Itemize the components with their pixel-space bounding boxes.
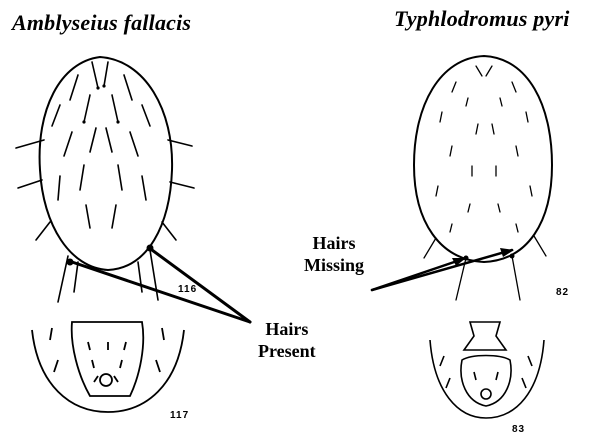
right-dorsal-shield: [414, 56, 552, 262]
left-seta-bases: [67, 84, 154, 265]
left-seta: [124, 75, 132, 100]
right-posterior-seta: [512, 256, 520, 300]
right-seta: [436, 186, 438, 196]
right-ventral-seta: [440, 356, 444, 366]
left-seta: [106, 128, 112, 152]
left-shield-outline: [40, 57, 173, 270]
left-marginal-seta: [36, 222, 50, 240]
right-seta: [512, 82, 516, 92]
right-species-title: Typhlodromus pyri: [394, 6, 570, 32]
left-ventral-seta: [50, 328, 52, 340]
right-ventral-seta: [474, 372, 476, 380]
left-seta: [112, 205, 116, 228]
left-posterior-seta: [150, 250, 158, 300]
left-seta: [90, 128, 96, 152]
left-ventral-view: [32, 322, 184, 412]
hairs-missing-pointers: [372, 250, 512, 290]
left-dorsal-setae: [16, 62, 194, 302]
left-seta: [70, 75, 78, 100]
right-anal-opening: [481, 389, 491, 399]
left-seta: [104, 62, 108, 86]
left-anal-seta: [94, 376, 98, 382]
right-seta: [498, 204, 500, 212]
hairs-present-line-2: Present: [258, 340, 316, 362]
right-seta: [492, 124, 494, 134]
left-posterior-seta: [58, 256, 68, 302]
left-seta: [130, 132, 138, 156]
left-marginal-seta: [18, 180, 42, 188]
figure-number-left-dorsal: 116: [178, 284, 197, 295]
right-posterior-seta: [534, 236, 546, 256]
left-seta: [58, 176, 60, 200]
left-anal-opening: [100, 374, 112, 386]
right-seta: [486, 66, 492, 76]
left-seta: [80, 165, 84, 190]
left-seta: [142, 105, 150, 126]
left-ventral-seta: [88, 342, 90, 350]
left-seta: [112, 95, 118, 122]
right-seta: [516, 224, 518, 232]
right-seta: [516, 146, 518, 156]
left-seta: [84, 95, 90, 122]
right-ventral-seta: [446, 378, 450, 388]
figure-number-left-ventral: 117: [170, 410, 189, 421]
right-posterior-seta: [424, 238, 436, 258]
right-genital-shield: [464, 322, 506, 350]
pointer-line: [152, 250, 250, 322]
right-seta: [476, 66, 482, 76]
left-seta: [52, 105, 60, 126]
pointer-line: [72, 262, 250, 322]
left-seta: [142, 176, 146, 200]
right-ventral-seta: [496, 372, 498, 380]
left-posterior-seta: [138, 262, 142, 292]
left-seta: [118, 165, 122, 190]
left-seta: [64, 132, 72, 156]
right-seta: [450, 146, 452, 156]
left-dorsal-shield: [40, 57, 173, 270]
right-seta: [500, 98, 502, 106]
hairs-missing-label: Hairs Missing: [304, 232, 364, 276]
right-seta: [526, 112, 528, 122]
left-ventral-seta: [156, 360, 160, 372]
left-seta: [92, 62, 98, 88]
right-seta: [440, 112, 442, 122]
left-seta: [86, 205, 90, 228]
left-ventral-seta: [54, 360, 58, 372]
hairs-present-pointers: [72, 250, 250, 322]
left-ventral-seta: [124, 342, 126, 350]
right-ventral-seta: [528, 356, 532, 366]
right-seta: [476, 124, 478, 134]
hairs-present-line-1: Hairs: [258, 318, 316, 340]
right-seta: [530, 186, 532, 196]
hairs-missing-line-2: Missing: [304, 254, 364, 276]
left-posterior-seta: [74, 262, 78, 292]
right-shield-outline: [414, 56, 552, 262]
right-seta: [452, 82, 456, 92]
hairs-missing-line-1: Hairs: [304, 232, 364, 254]
left-marginal-seta: [162, 222, 176, 240]
right-ventral-view: [430, 322, 544, 418]
left-species-title: Amblyseius fallacis: [12, 10, 191, 36]
right-seta: [468, 204, 470, 212]
left-ventral-seta: [162, 328, 164, 340]
right-seta: [450, 224, 452, 232]
left-ventral-seta: [92, 360, 94, 368]
left-anal-seta: [114, 376, 118, 382]
hairs-present-label: Hairs Present: [258, 318, 316, 362]
figure-number-right-dorsal: 82: [556, 287, 569, 298]
figure-number-right-ventral: 83: [512, 424, 525, 435]
left-ventral-seta: [120, 360, 122, 368]
right-seta: [466, 98, 468, 106]
left-marginal-seta: [170, 182, 194, 188]
pointer-line: [372, 250, 512, 290]
right-ventral-seta: [522, 378, 526, 388]
